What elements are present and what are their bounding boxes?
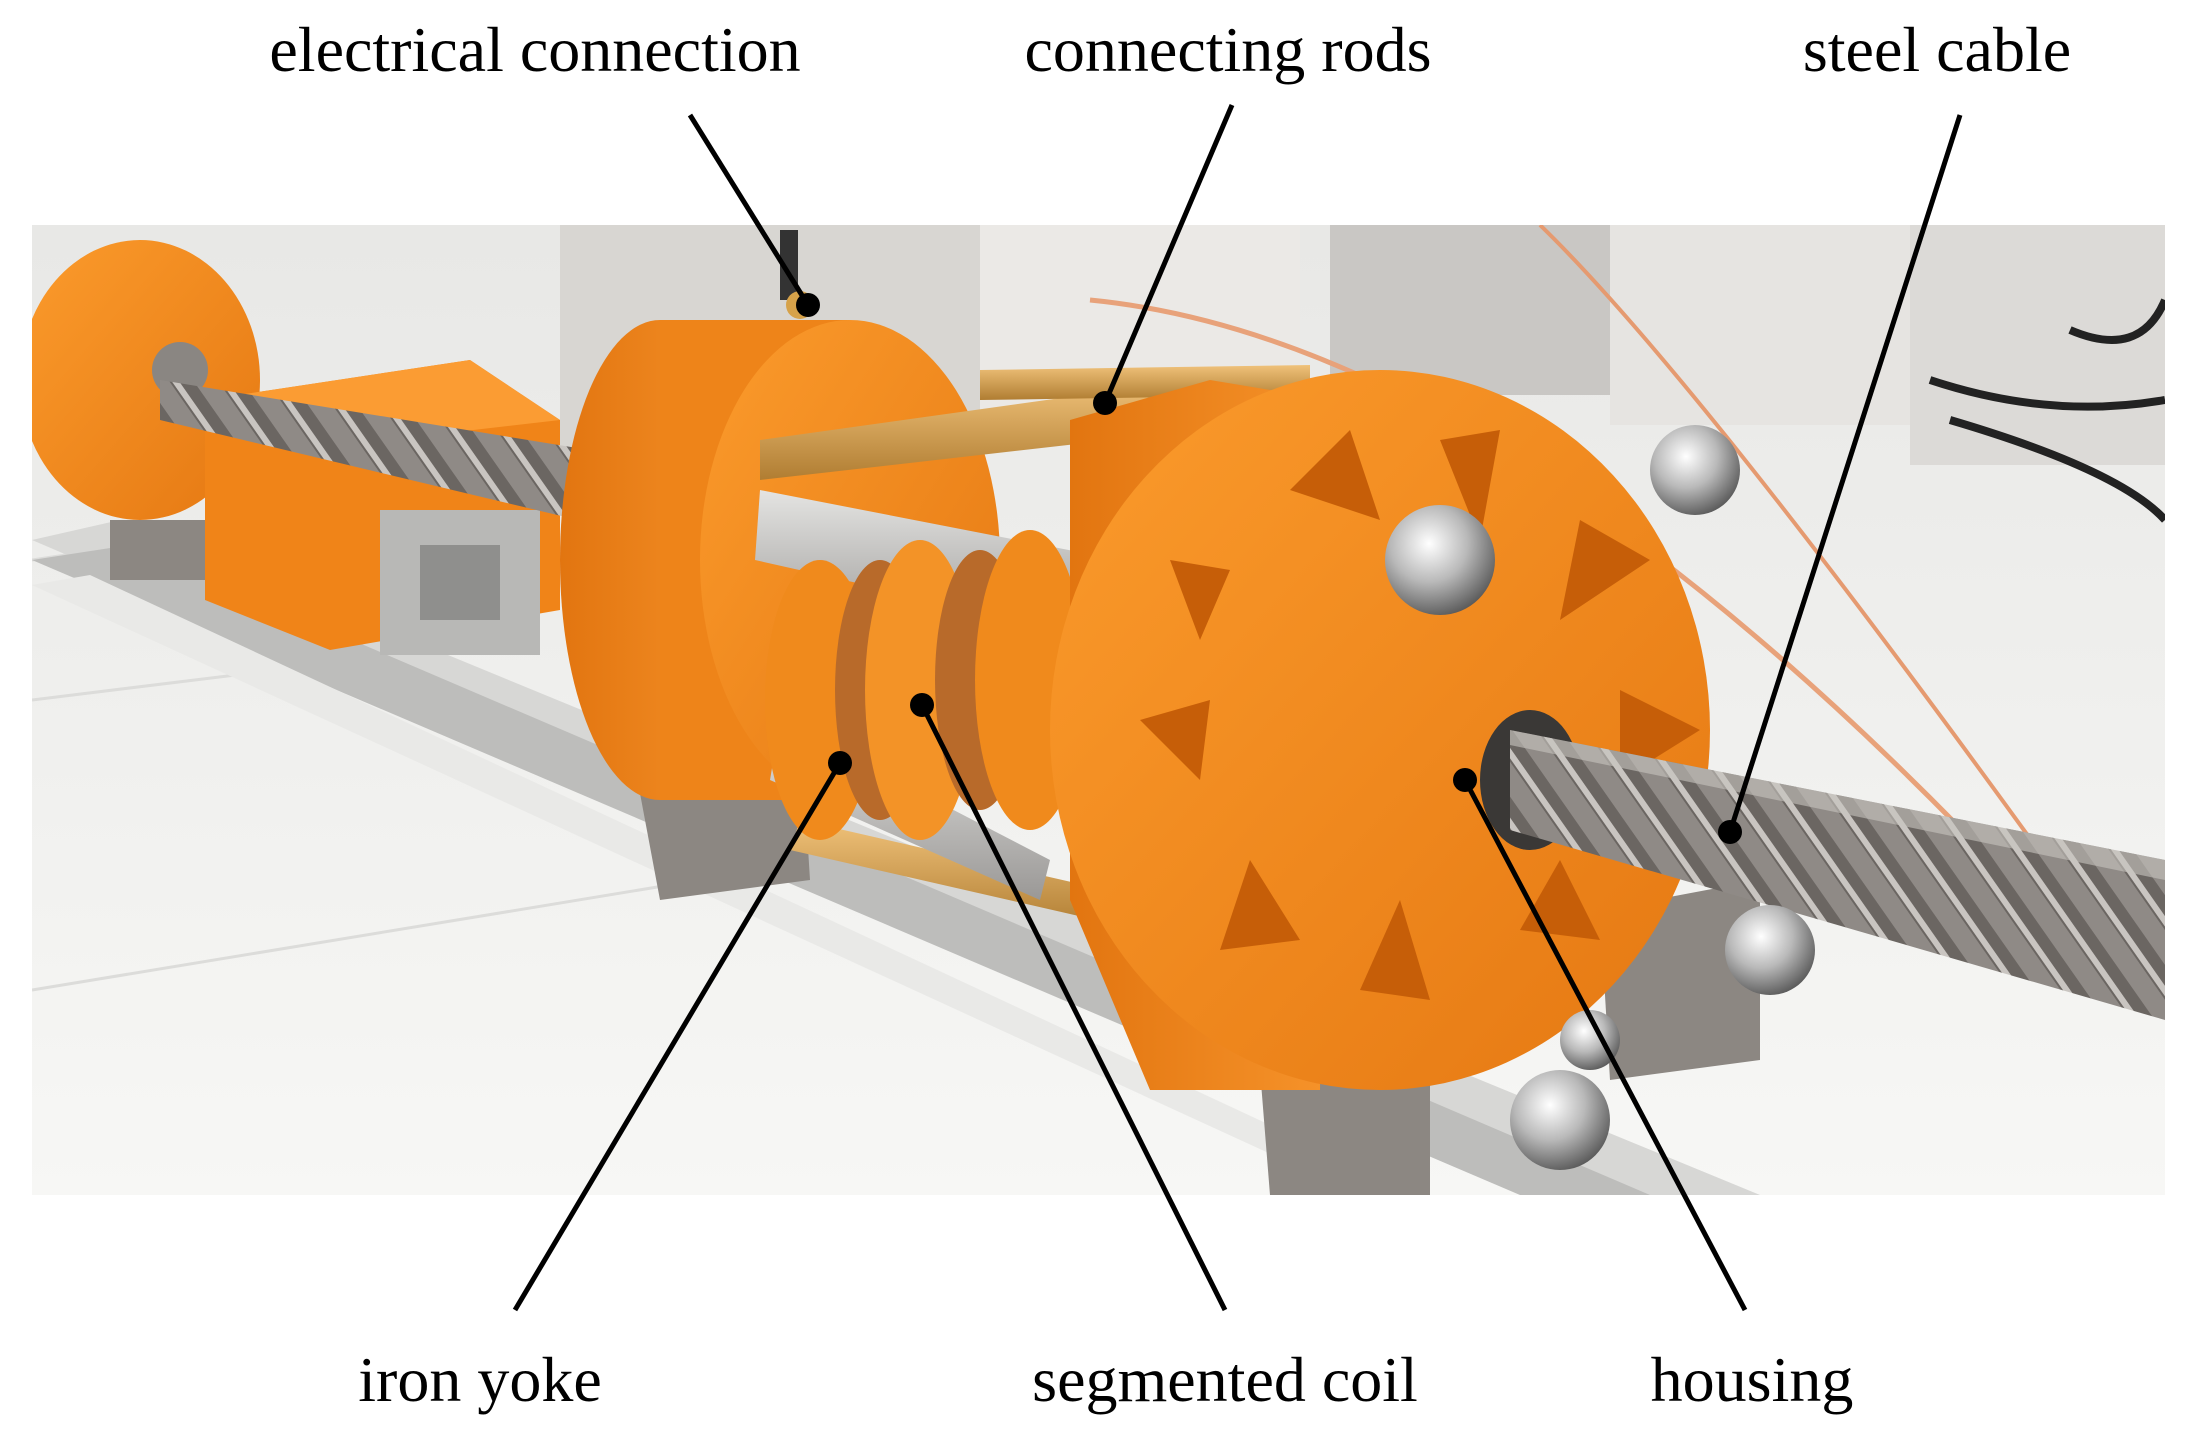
label-segmented-coil: segmented coil bbox=[1032, 1344, 1418, 1415]
leader-segmented-coil bbox=[919, 703, 1228, 1312]
label-electrical-connection: electrical connection bbox=[269, 14, 801, 85]
leader-dots bbox=[796, 293, 1742, 844]
dot-housing bbox=[1453, 768, 1477, 792]
label-steel-cable: steel cable bbox=[1802, 14, 2072, 85]
dot-steel-cable bbox=[1718, 820, 1742, 844]
label-connecting-rods: connecting rods bbox=[1024, 14, 1432, 85]
dot-electrical-connection bbox=[796, 293, 820, 317]
label-housing: housing bbox=[1650, 1344, 1854, 1415]
leader-connecting-rods bbox=[1102, 104, 1235, 404]
dot-iron-yoke bbox=[828, 751, 852, 775]
dot-segmented-coil bbox=[910, 693, 934, 717]
leader-electrical-connection bbox=[687, 113, 811, 307]
photo bbox=[32, 225, 2165, 1195]
leader-lines bbox=[512, 104, 1963, 1312]
leader-iron-yoke bbox=[512, 761, 843, 1312]
dot-connecting-rods bbox=[1093, 391, 1117, 415]
label-iron-yoke: iron yoke bbox=[358, 1344, 602, 1415]
leader-housing bbox=[1462, 778, 1748, 1312]
leader-steel-cable bbox=[1727, 114, 1963, 833]
